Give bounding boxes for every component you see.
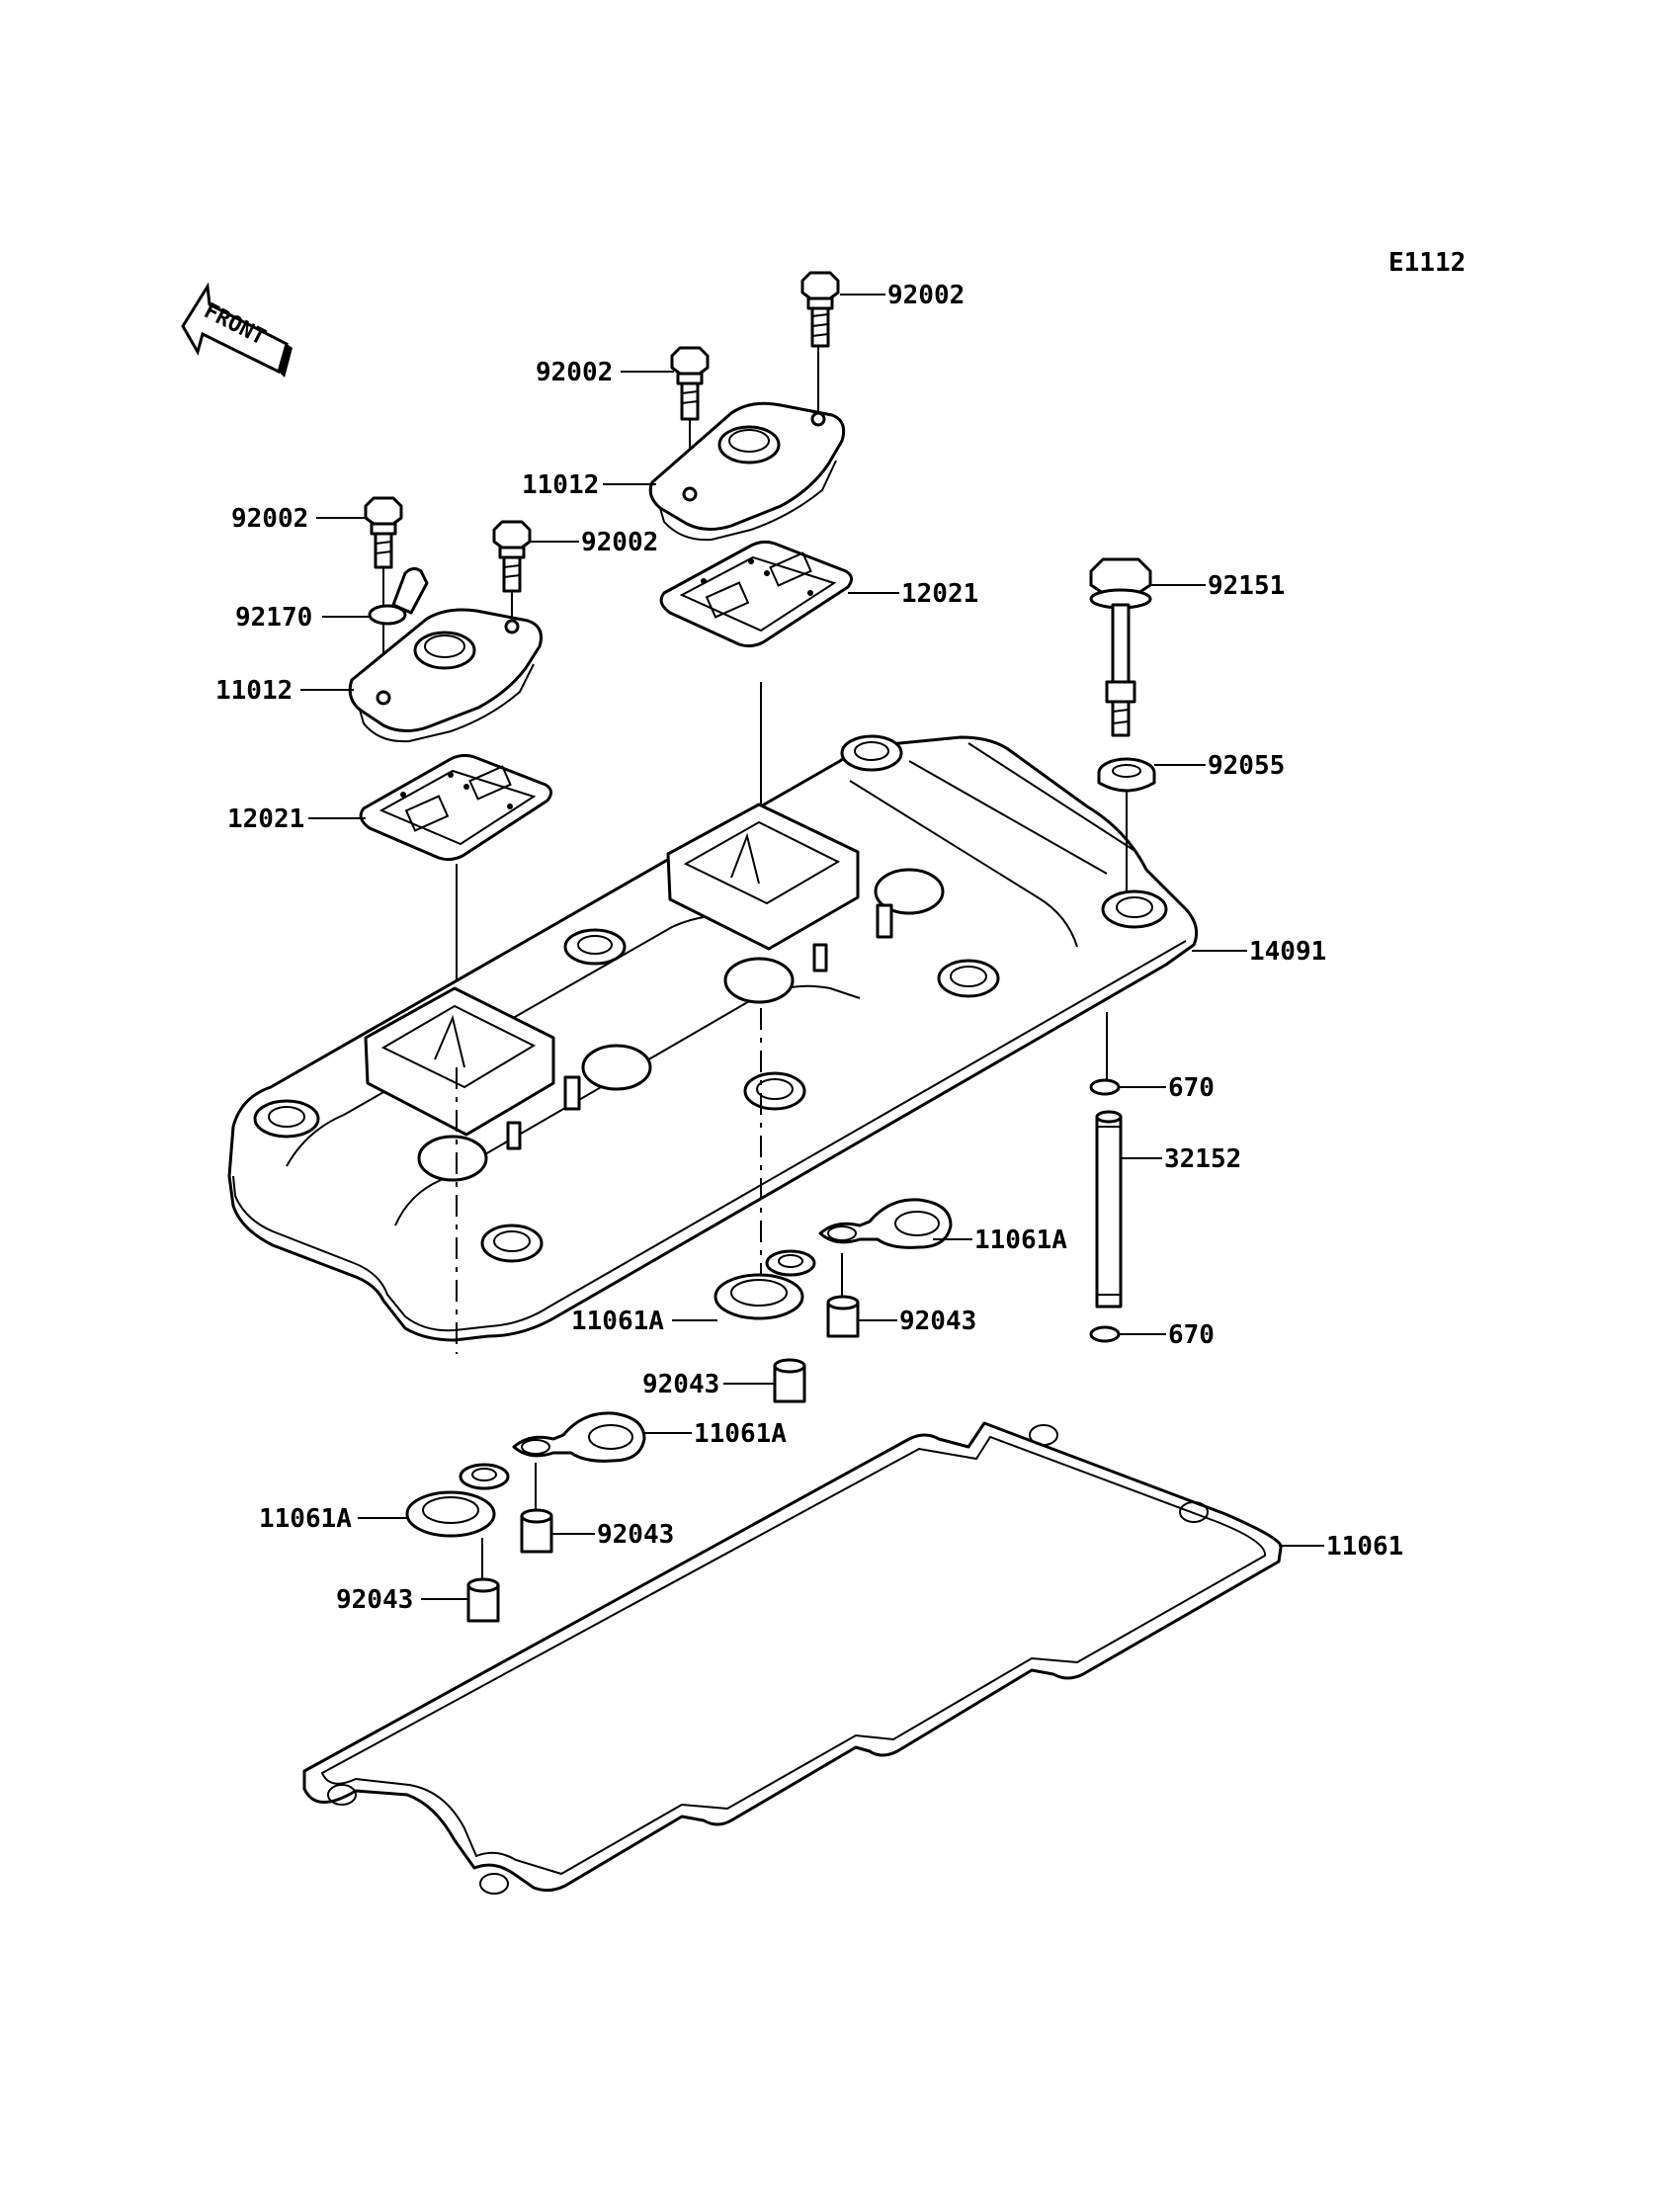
- bolt-92002-left-a: [364, 496, 403, 569]
- callout-92043-mid: 92043: [642, 1370, 719, 1399]
- callout-11061: 11061: [1326, 1532, 1403, 1562]
- callout-92043-right: 92043: [899, 1307, 976, 1336]
- plug-gasket-11061a-right: [818, 1198, 953, 1249]
- callout-11061a-mid: 11061A: [571, 1307, 664, 1336]
- callout-14091: 14091: [1249, 937, 1326, 967]
- grommet-92055: [1097, 757, 1156, 793]
- callout-92002-top-right: 92002: [887, 281, 965, 310]
- callout-11012-lower: 11012: [215, 676, 293, 706]
- diagram-code: E1112: [1388, 248, 1466, 278]
- collar-92043-left: [466, 1577, 500, 1623]
- gasket-12021-lower: [359, 753, 552, 862]
- washer-92170: [368, 566, 429, 626]
- plug-gasket-11061a-left: [405, 1463, 510, 1538]
- collar-92043-left-right: [520, 1508, 553, 1554]
- callout-11061a-left-upper: 11061A: [694, 1419, 787, 1449]
- callout-11061a-left: 11061A: [259, 1504, 352, 1534]
- callout-92151: 92151: [1208, 571, 1285, 601]
- oring-670-upper: [1089, 1078, 1121, 1096]
- callout-32152: 32152: [1164, 1144, 1241, 1174]
- callout-12021-upper: 12021: [901, 579, 978, 609]
- callout-92055: 92055: [1208, 751, 1285, 781]
- leader-lines: [300, 294, 1324, 1600]
- callout-11061a-right: 11061A: [974, 1225, 1067, 1255]
- plug-gasket-11061a-left-upper: [512, 1411, 646, 1463]
- callout-11012-upper: 11012: [522, 470, 599, 500]
- plug-gasket-11061a-mid: [714, 1249, 816, 1320]
- callout-92002-left-a: 92002: [231, 504, 308, 534]
- bolt-92002-left-b: [492, 520, 532, 593]
- bolt-92002-top-right: [800, 271, 840, 348]
- collar-92043-mid: [773, 1358, 806, 1403]
- head-cover-14091: [227, 734, 1199, 1342]
- front-arrow-icon: FRONT: [181, 282, 293, 378]
- callout-92002-left-b: 92002: [581, 528, 658, 557]
- callout-92002-top-left: 92002: [536, 358, 613, 387]
- callout-12021-lower: 12021: [227, 804, 304, 834]
- oring-670-lower: [1089, 1325, 1121, 1343]
- collar-92043-right: [826, 1295, 860, 1338]
- bolt-92002-top-left: [670, 346, 710, 421]
- cap-11012-lower: [348, 608, 543, 743]
- pipe-32152: [1095, 1110, 1123, 1309]
- callout-92170: 92170: [235, 603, 312, 633]
- gasket-12021-upper: [659, 540, 853, 648]
- cover-gasket-11061: [302, 1421, 1283, 1895]
- callout-670-lower: 670: [1168, 1320, 1215, 1350]
- callout-92043-left-right: 92043: [597, 1520, 674, 1550]
- callout-670-upper: 670: [1168, 1073, 1215, 1103]
- bolt-92151: [1089, 557, 1152, 737]
- callout-92043-left: 92043: [336, 1585, 413, 1615]
- cap-11012-upper: [648, 401, 846, 542]
